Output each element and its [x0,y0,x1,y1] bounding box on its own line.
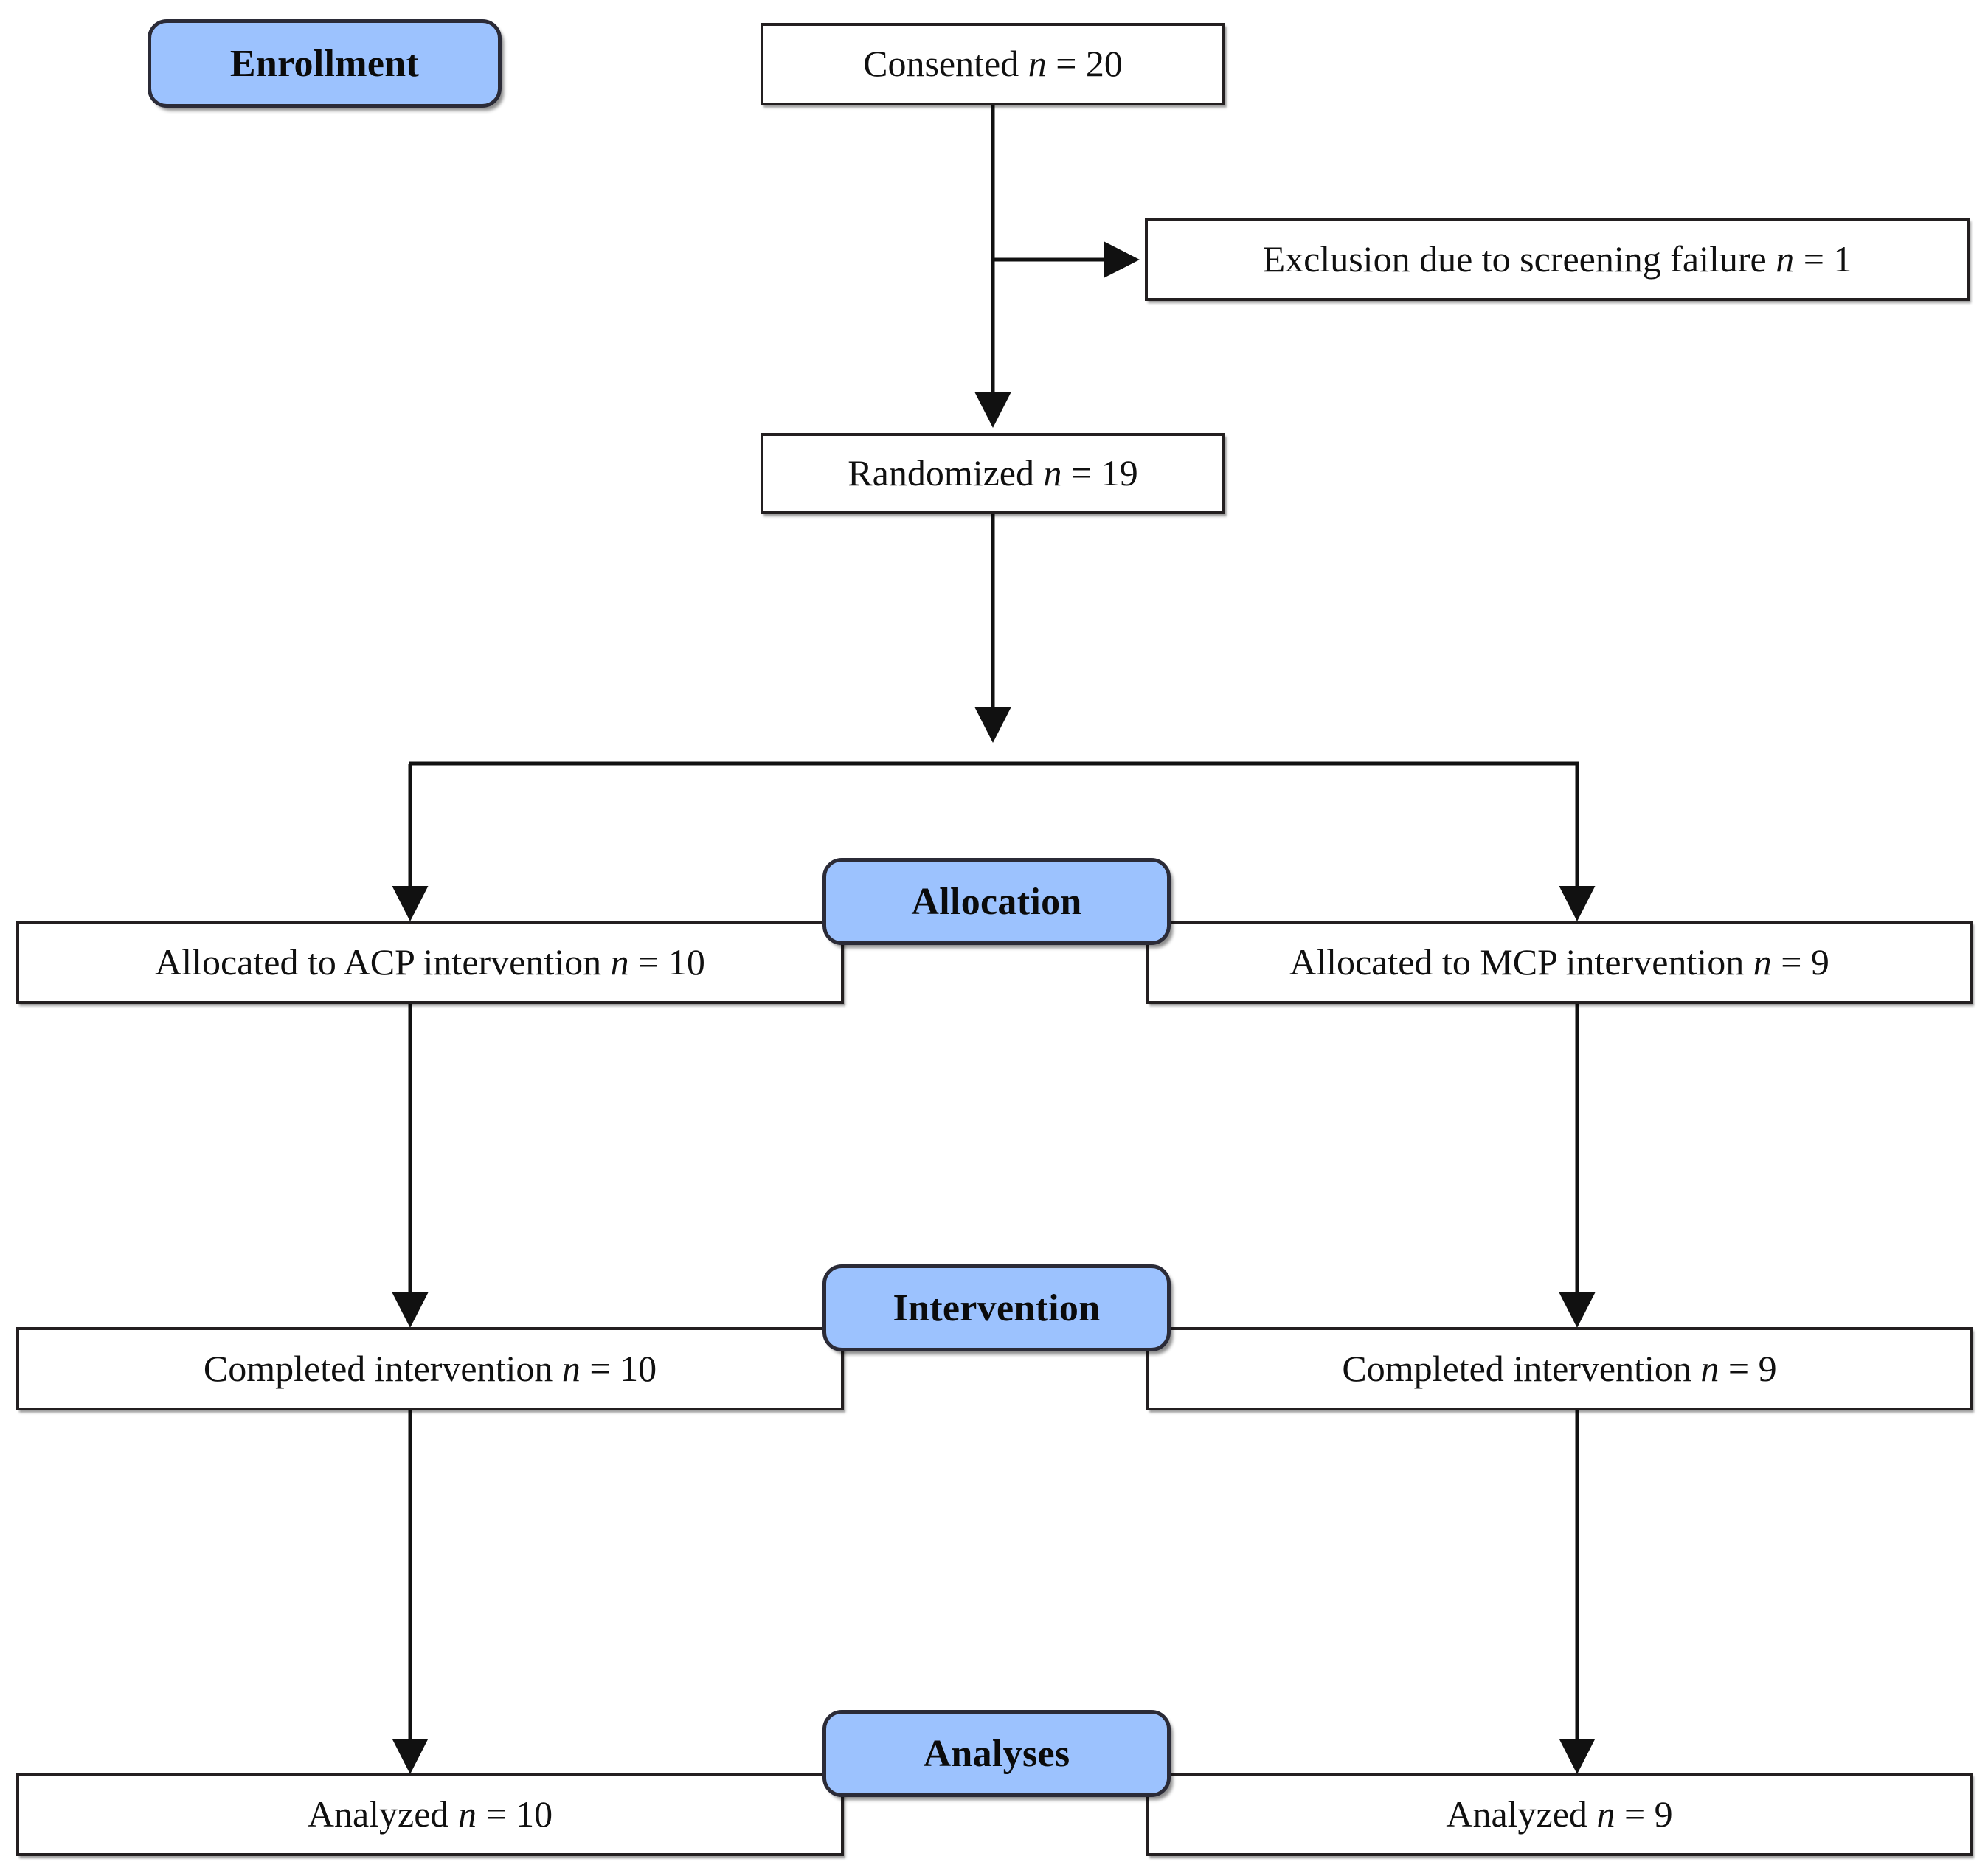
node-analyzed-acp-text-after: = 10 [476,1793,553,1835]
node-exclusion-text-before: Exclusion due to screening failure [1262,238,1776,280]
node-exclusion-text-after: = 1 [1794,238,1852,280]
node-exclusion: Exclusion due to screening failure n = 1 [1145,218,1970,301]
node-randomized-label: Randomized n = 19 [848,452,1137,495]
node-analyzed-acp-variable: n [457,1793,477,1835]
stage-badge-intervention: Intervention [822,1264,1171,1351]
node-analyzed-mcp-text-before: Analyzed [1446,1793,1597,1835]
node-completed-acp-variable: n [561,1347,581,1389]
node-completed-mcp: Completed intervention n = 9 [1146,1327,1973,1410]
node-exclusion-variable: n [1776,238,1795,280]
node-allocated-acp-text-before: Allocated to ACP intervention [155,941,611,983]
node-allocated-mcp-text-before: Allocated to MCP intervention [1289,941,1753,983]
node-randomized-text-before: Randomized [848,452,1044,494]
node-analyzed-mcp: Analyzed n = 9 [1146,1773,1973,1856]
node-consented-text-before: Consented [863,43,1028,85]
node-consented-text-after: = 20 [1046,43,1123,85]
stage-badge-enrollment: Enrollment [148,19,502,108]
node-completed-mcp-text-after: = 9 [1719,1347,1777,1389]
node-analyzed-acp-text-before: Analyzed [307,1793,458,1835]
node-randomized-text-after: = 19 [1061,452,1138,494]
stage-badge-analyses-label: Analyses [923,1732,1070,1775]
node-completed-acp-label: Completed intervention n = 10 [204,1348,657,1391]
node-completed-acp: Completed intervention n = 10 [16,1327,844,1410]
node-completed-mcp-label: Completed intervention n = 9 [1342,1348,1776,1391]
stage-badge-allocation-label: Allocation [911,880,1082,923]
node-completed-mcp-text-before: Completed intervention [1342,1347,1701,1389]
node-randomized: Randomized n = 19 [761,433,1225,514]
node-allocated-acp-variable: n [610,941,629,983]
stage-badge-allocation: Allocation [822,858,1171,945]
stage-badge-enrollment-label: Enrollment [229,42,420,85]
node-analyzed-acp: Analyzed n = 10 [16,1773,844,1856]
node-allocated-acp-label: Allocated to ACP intervention n = 10 [155,941,705,984]
node-analyzed-acp-label: Analyzed n = 10 [308,1793,553,1836]
node-analyzed-mcp-text-after: = 9 [1615,1793,1673,1835]
node-consented: Consented n = 20 [761,23,1225,105]
node-analyzed-mcp-label: Analyzed n = 9 [1446,1793,1672,1836]
node-completed-mcp-variable: n [1700,1347,1719,1389]
stage-badge-intervention-label: Intervention [893,1287,1101,1329]
node-completed-acp-text-before: Completed intervention [203,1347,562,1389]
node-allocated-mcp-text-after: = 9 [1771,941,1829,983]
node-allocated-mcp: Allocated to MCP intervention n = 9 [1146,921,1973,1004]
node-completed-acp-text-after: = 10 [580,1347,657,1389]
node-consented-label: Consented n = 20 [863,43,1123,86]
node-allocated-acp: Allocated to ACP intervention n = 10 [16,921,844,1004]
node-allocated-mcp-label: Allocated to MCP intervention n = 9 [1289,941,1829,984]
node-allocated-acp-text-after: = 10 [628,941,705,983]
node-exclusion-label: Exclusion due to screening failure n = 1 [1263,238,1852,281]
node-allocated-mcp-variable: n [1753,941,1772,983]
node-randomized-variable: n [1043,452,1062,494]
node-consented-variable: n [1028,43,1047,85]
stage-badge-analyses: Analyses [822,1710,1171,1797]
node-analyzed-mcp-variable: n [1596,1793,1615,1835]
